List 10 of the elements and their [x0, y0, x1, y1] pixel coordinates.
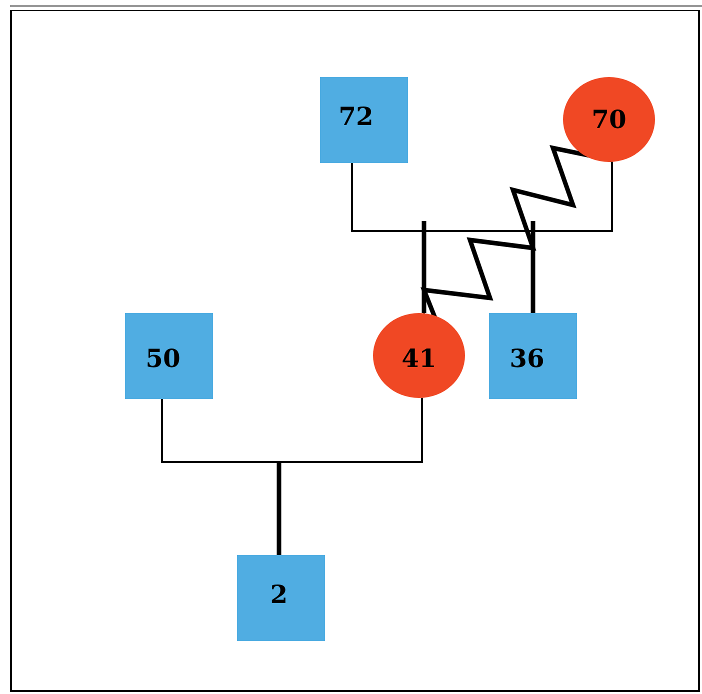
male-square — [125, 313, 213, 399]
age-label: 50 — [146, 344, 180, 372]
male-square — [320, 77, 408, 163]
age-label: 72 — [338, 102, 374, 130]
age-label: 70 — [592, 105, 626, 134]
age-label: 36 — [510, 344, 544, 372]
male-square — [489, 313, 577, 399]
age-label: 41 — [402, 344, 436, 373]
age-label: 2 — [270, 580, 288, 608]
male-square — [237, 555, 325, 641]
